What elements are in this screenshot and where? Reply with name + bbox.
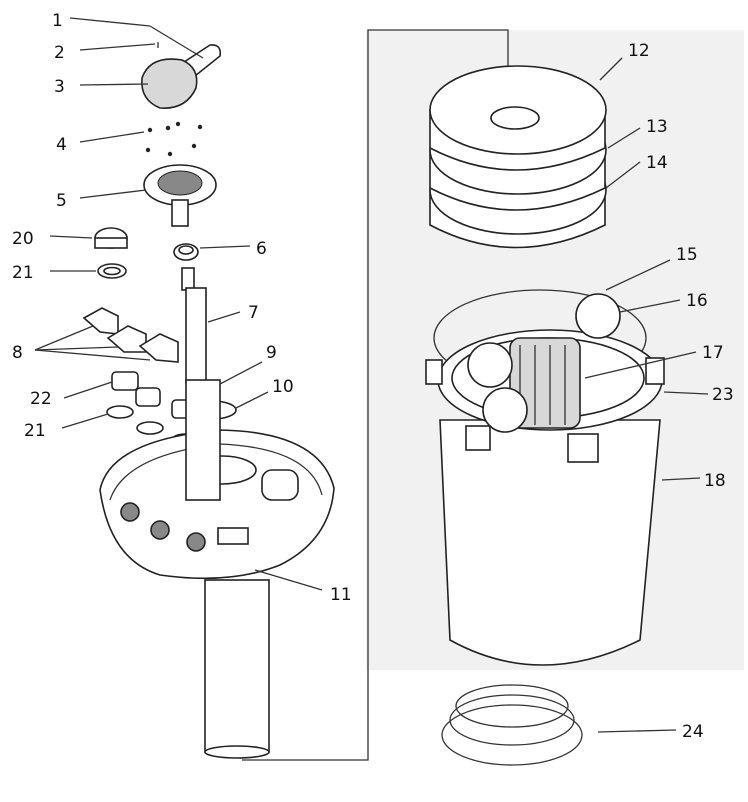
label-10: 10 <box>272 377 294 397</box>
label-18: 18 <box>704 471 726 491</box>
motor-housing-cylinder <box>204 579 270 759</box>
label-3: 3 <box>54 77 65 97</box>
label-6: 6 <box>256 239 267 259</box>
label-15: 15 <box>676 245 698 265</box>
label-2: 2 <box>54 43 65 63</box>
label-22: 22 <box>30 389 52 409</box>
nut-part-20 <box>94 227 128 249</box>
hose-coil-part-24 <box>441 684 583 766</box>
part-labels: 1 2 3 4 5 6 7 8 9 10 11 12 13 14 15 16 1… <box>12 11 734 742</box>
impeller-head-part-5 <box>143 164 217 227</box>
label-12: 12 <box>628 41 650 61</box>
screws-part-4 <box>145 121 203 157</box>
elbow-fittings-part-8 <box>82 307 179 363</box>
label-17: 17 <box>702 343 724 363</box>
label-21-lower: 21 <box>24 421 46 441</box>
connector-line <box>242 29 509 761</box>
label-13: 13 <box>646 117 668 137</box>
label-4: 4 <box>56 135 67 155</box>
label-20: 20 <box>12 229 34 249</box>
clip-part-23 <box>425 357 665 463</box>
label-24: 24 <box>682 722 704 742</box>
filter-sponges-part-12-14 <box>429 65 607 249</box>
label-11: 11 <box>330 585 352 605</box>
ring-part-6 <box>173 243 199 261</box>
label-23: 23 <box>712 385 734 405</box>
label-21-upper: 21 <box>12 263 34 283</box>
label-7: 7 <box>248 303 259 323</box>
label-5: 5 <box>56 191 67 211</box>
label-1: 1 <box>52 11 63 31</box>
label-9: 9 <box>266 343 277 363</box>
knob-part-3 <box>141 58 198 109</box>
washer-part-21-upper <box>97 263 127 279</box>
tube-part-9 <box>185 379 221 501</box>
shaft-part-7 <box>181 267 207 384</box>
leader-lines <box>34 17 709 733</box>
media-basket-part-17 <box>509 337 581 429</box>
label-8: 8 <box>12 343 23 363</box>
label-16: 16 <box>686 291 708 311</box>
filter-ball-part-16 <box>467 293 621 433</box>
label-14: 14 <box>646 153 668 173</box>
